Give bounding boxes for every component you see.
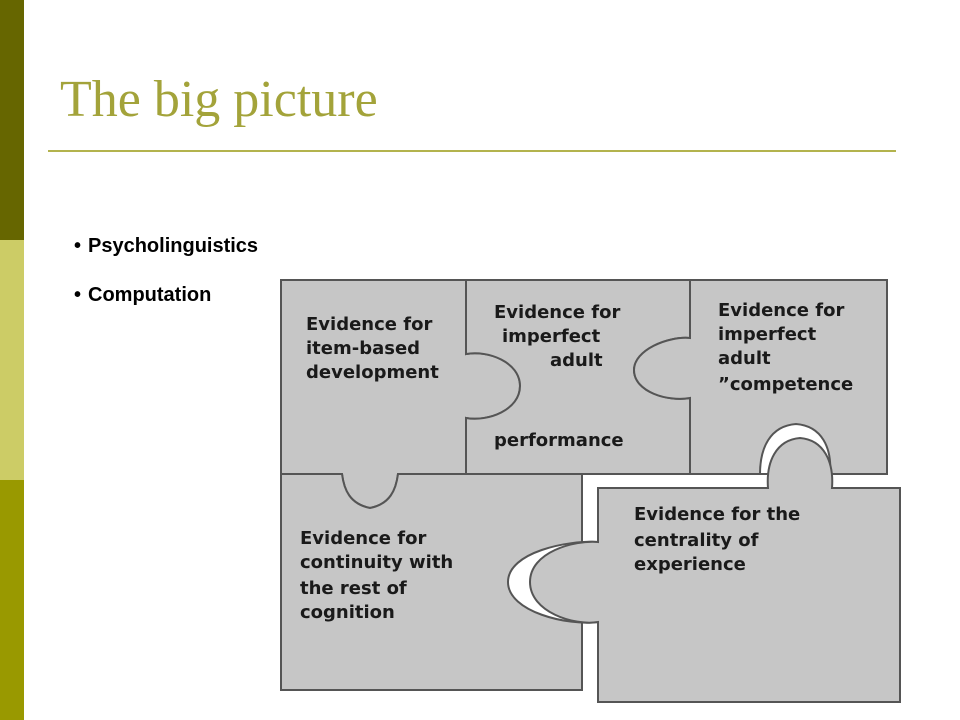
piece-text-performance: performance [494,430,624,451]
piece-text-imperfect-adult: Evidence for imperfect adult [494,302,627,371]
bullet-list: • Psycholinguistics • Computation [74,234,258,332]
piece-line: ”competence [718,374,853,395]
sidebar-segment-top [0,0,24,240]
piece-line: development [306,362,439,383]
sidebar-segment-bottom [0,480,24,720]
title-underline [48,150,896,152]
piece-line: adult [550,350,603,371]
piece-line: Evidence for the [634,504,800,525]
piece-line: Evidence for [494,302,620,323]
piece-line: centrality of [634,530,759,551]
piece-line: Evidence for [718,300,844,321]
puzzle-piece-experience [528,436,901,703]
piece-line: adult [718,348,771,369]
bullet-dot: • [74,284,82,306]
piece-line: the rest of [300,578,407,599]
bullet-dot: • [74,235,82,257]
slide-title: The big picture [60,71,378,128]
piece-line: Evidence for [300,528,426,549]
piece-text-experience: Evidence for the centrality of experienc… [634,504,807,575]
sidebar-segment-middle [0,240,24,480]
piece-line: cognition [300,602,395,623]
piece-line: continuity with [300,552,453,573]
piece-line: Evidence for [306,314,432,335]
piece-line: imperfect [502,326,601,347]
piece-text-competence: Evidence for imperfect adult ”competence [718,300,853,395]
bullet-item-computation: • Computation [74,283,258,307]
piece-line: experience [634,554,746,575]
piece-line: imperfect [718,324,817,345]
sidebar-accent [0,0,24,720]
bullet-item-psycholinguistics: • Psycholinguistics [74,234,258,258]
bullet-text: Computation [88,284,212,306]
piece-text-item-based: Evidence for item-based development [306,314,439,383]
piece-line: item-based [306,338,420,359]
piece-text-continuity: Evidence for continuity with the rest of… [300,528,460,623]
bullet-text: Psycholinguistics [88,235,259,257]
